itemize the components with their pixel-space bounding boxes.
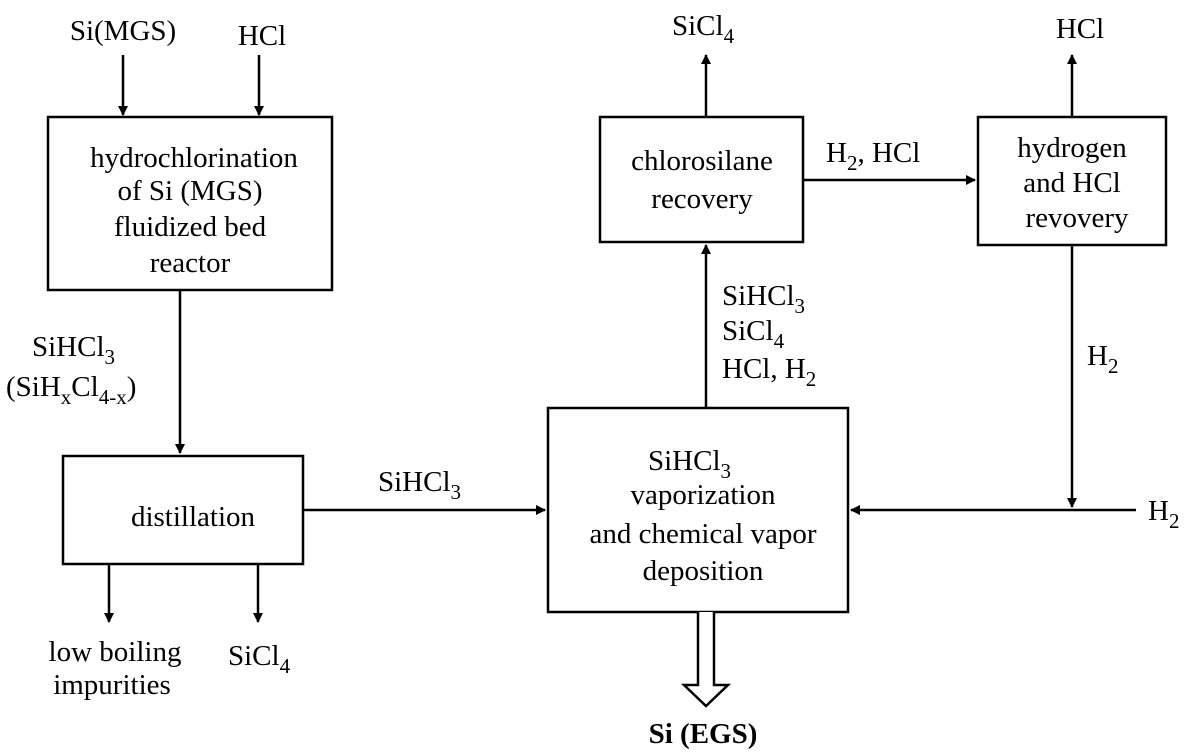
product-label: Si (EGS) <box>649 718 758 750</box>
reactor-line-1: hydrochlorination <box>90 142 298 174</box>
input-si-mgs-label: Si(MGS) <box>70 15 176 47</box>
h2-feed-label: H2 <box>1148 495 1179 533</box>
reactor-line-3: fluidized bed <box>114 211 267 243</box>
reactor-line-2: of Si (MGS) <box>117 175 262 207</box>
h2-recovery-line-1: hydrogen <box>1017 132 1127 164</box>
cvd-line-2: vaporization <box>631 479 776 511</box>
reactor-line-4: reactor <box>150 247 231 279</box>
cvd-exhaust-label-3: HCl, H2 <box>722 353 816 391</box>
h2-recovery-hcl-label: HCl <box>1056 13 1104 45</box>
cvd-line-1: SiHCl3 <box>648 445 731 483</box>
input-hcl-label: HCl <box>238 20 286 52</box>
cvd-line-4: deposition <box>643 555 764 587</box>
cvd-exhaust-label-2: SiCl4 <box>722 315 785 353</box>
cvd-line-3: and chemical vapor <box>589 518 816 550</box>
product-arrow <box>680 612 732 708</box>
feed-to-cvd-label: SiHCl3 <box>378 466 461 504</box>
h2-recovery-line-2: and HCl <box>1023 167 1120 199</box>
distillation-sicl4-label: SiCl4 <box>228 640 291 678</box>
cvd-exhaust-label-1: SiHCl3 <box>722 280 805 318</box>
h2-recovery-line-3: revovery <box>1025 202 1129 234</box>
chlorosilane-line-1: chlorosilane <box>631 145 773 177</box>
reactor-output-label-1: SiHCl3 <box>32 331 115 369</box>
low-boiling-label-2: impurities <box>53 669 171 701</box>
h2-recovery-box <box>976 115 1168 247</box>
distillation-label: distillation <box>131 501 256 533</box>
chlorosilane-box <box>598 115 805 244</box>
chlorosilane-line-2: recovery <box>651 183 753 215</box>
reactor-box <box>46 115 334 292</box>
low-boiling-label-1: low boiling <box>49 636 182 668</box>
reactor-output-label-2: (SiHxCl4-x) <box>6 371 136 409</box>
h2-return-label: H2 <box>1087 340 1118 378</box>
chlorosilane-to-h2-label: H2, HCl <box>826 137 920 175</box>
distillation-box <box>61 454 305 566</box>
cvd-box <box>546 406 850 614</box>
chlorosilane-sicl4-label: SiCl4 <box>672 10 735 48</box>
